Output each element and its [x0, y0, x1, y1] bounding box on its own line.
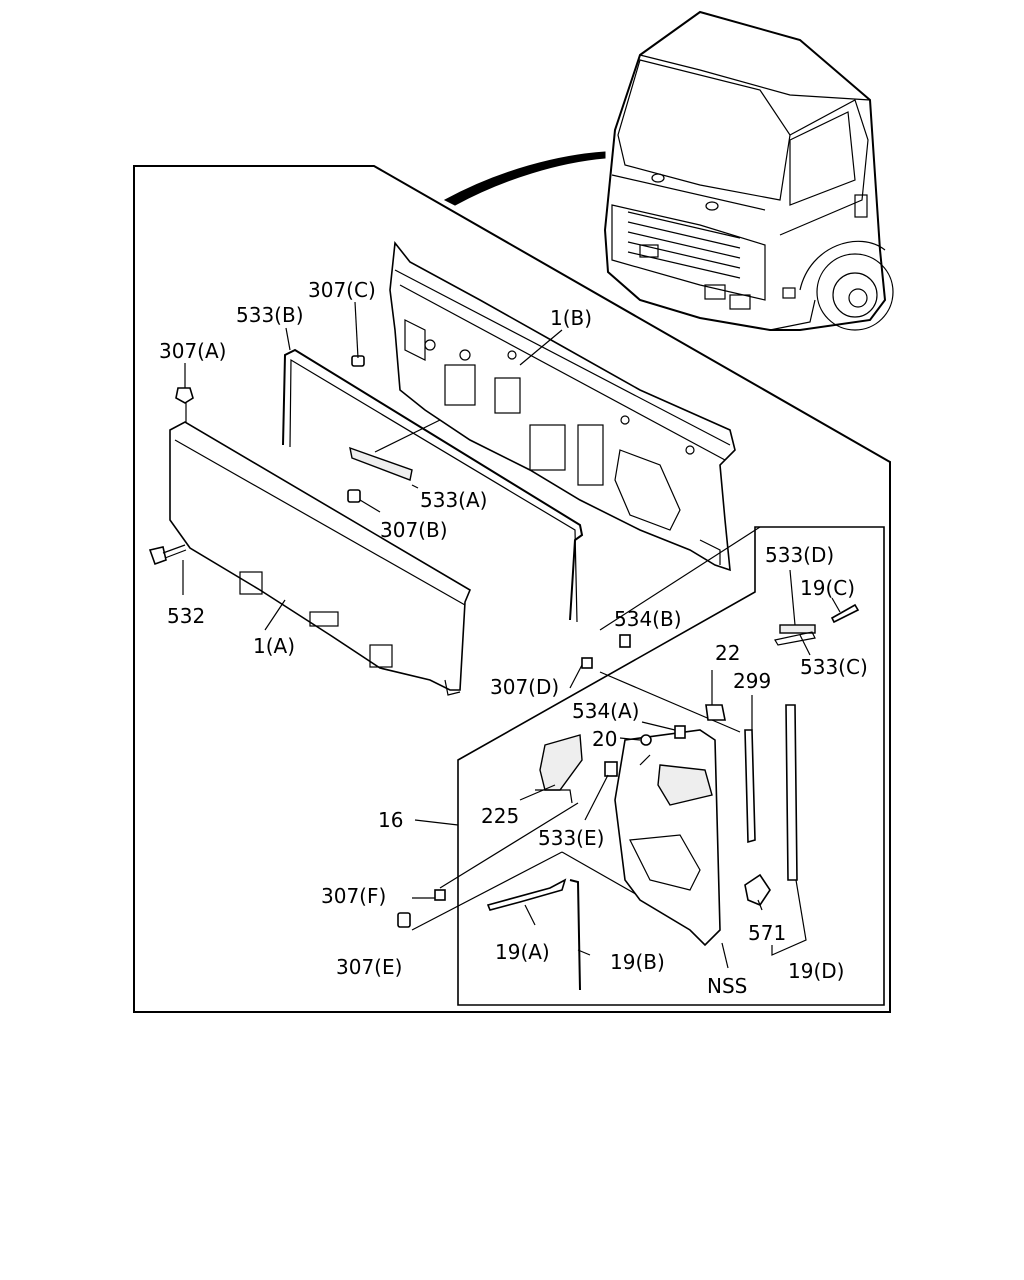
label-nss: NSS — [707, 974, 747, 998]
label-307e: 307(E) — [336, 955, 402, 979]
leader-lines — [182, 301, 841, 969]
strip-19d — [785, 704, 798, 881]
clip-22 — [705, 704, 726, 721]
strip-533d — [774, 624, 816, 646]
label-307b: 307(B) — [380, 518, 448, 542]
callout-arrow — [443, 151, 606, 206]
strip-19c — [830, 603, 860, 624]
clip-20 — [640, 734, 652, 746]
label-533c: 533(C) — [800, 655, 868, 679]
trim-225 — [535, 734, 583, 804]
label-533d: 533(D) — [765, 543, 834, 567]
truck-cab-illustration — [603, 10, 894, 331]
label-533e: 533(E) — [538, 826, 604, 850]
part-labels: 307(C) 533(B) 1(B) 307(A) 533(A) 307(B) … — [159, 278, 868, 998]
fastener-307b — [347, 489, 361, 503]
label-299: 299 — [733, 669, 771, 693]
label-307d: 307(D) — [490, 675, 559, 699]
label-19d: 19(D) — [788, 959, 844, 983]
bolt-532 — [148, 544, 187, 566]
front-panel-1a — [169, 421, 472, 696]
grommet-571 — [744, 873, 771, 906]
label-16: 16 — [378, 808, 403, 832]
clip-534a — [674, 725, 686, 739]
detail-frame — [133, 165, 891, 1013]
strip-533a — [349, 446, 413, 481]
strip-19a — [486, 878, 567, 911]
label-225: 225 — [481, 804, 519, 828]
label-534a: 534(A) — [572, 699, 639, 723]
seal-533b — [282, 348, 584, 623]
inset-frame — [457, 526, 885, 1006]
label-533b: 533(B) — [236, 303, 304, 327]
label-571: 571 — [748, 921, 786, 945]
clip-533e — [604, 761, 618, 777]
label-534b: 534(B) — [614, 607, 682, 631]
strip-299 — [744, 729, 756, 844]
side-trim-nss — [614, 729, 721, 947]
clip-307d — [581, 657, 593, 669]
label-532: 532 — [167, 604, 205, 628]
label-533a: 533(A) — [420, 488, 487, 512]
strip-19b — [569, 879, 581, 991]
clip-534b — [619, 634, 631, 648]
label-307f: 307(F) — [321, 884, 386, 908]
label-1a: 1(A) — [253, 634, 295, 658]
clip-307e — [397, 912, 411, 928]
label-19a: 19(A) — [495, 940, 550, 964]
label-1b: 1(B) — [550, 306, 592, 330]
label-19c: 19(C) — [800, 576, 855, 600]
cowl-panel-1b — [389, 240, 736, 572]
label-20: 20 — [592, 727, 617, 751]
label-22: 22 — [715, 641, 740, 665]
clip-307f — [434, 889, 446, 901]
fastener-307a — [175, 387, 194, 422]
label-307a: 307(A) — [159, 339, 226, 363]
label-19b: 19(B) — [610, 950, 665, 974]
inset-leaders — [519, 670, 807, 956]
label-307c: 307(C) — [308, 278, 376, 302]
